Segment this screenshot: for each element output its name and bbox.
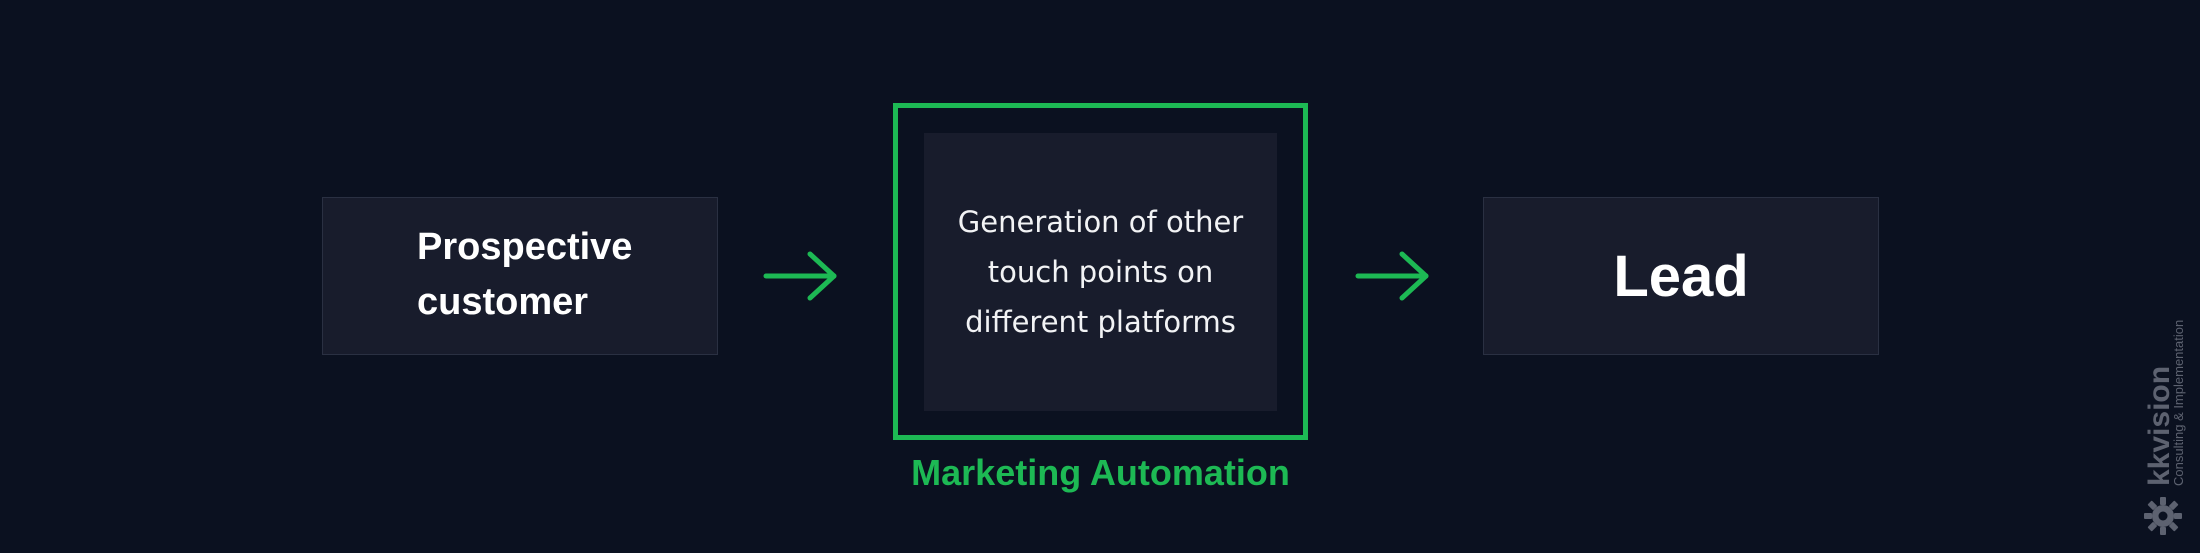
gear-icon: [2144, 497, 2182, 535]
node-touch-points-label: Generation of other touch points on diff…: [957, 205, 1244, 339]
node-touch-points: Generation of other touch points on diff…: [924, 133, 1277, 411]
marketing-automation-caption: Marketing Automation: [911, 452, 1290, 493]
arrow-right-icon: [1355, 251, 1429, 301]
node-lead-label: Lead: [1613, 243, 1749, 309]
arrow-right-icon: [763, 251, 837, 301]
node-prospective-customer-label: Prospective customer: [417, 226, 633, 323]
watermark-tagline: Consulting & Implementation: [2171, 319, 2186, 486]
node-lead: Lead: [1483, 197, 1879, 355]
marketing-automation-frame: [893, 103, 1308, 440]
node-prospective-customer: Prospective customer: [322, 197, 718, 355]
